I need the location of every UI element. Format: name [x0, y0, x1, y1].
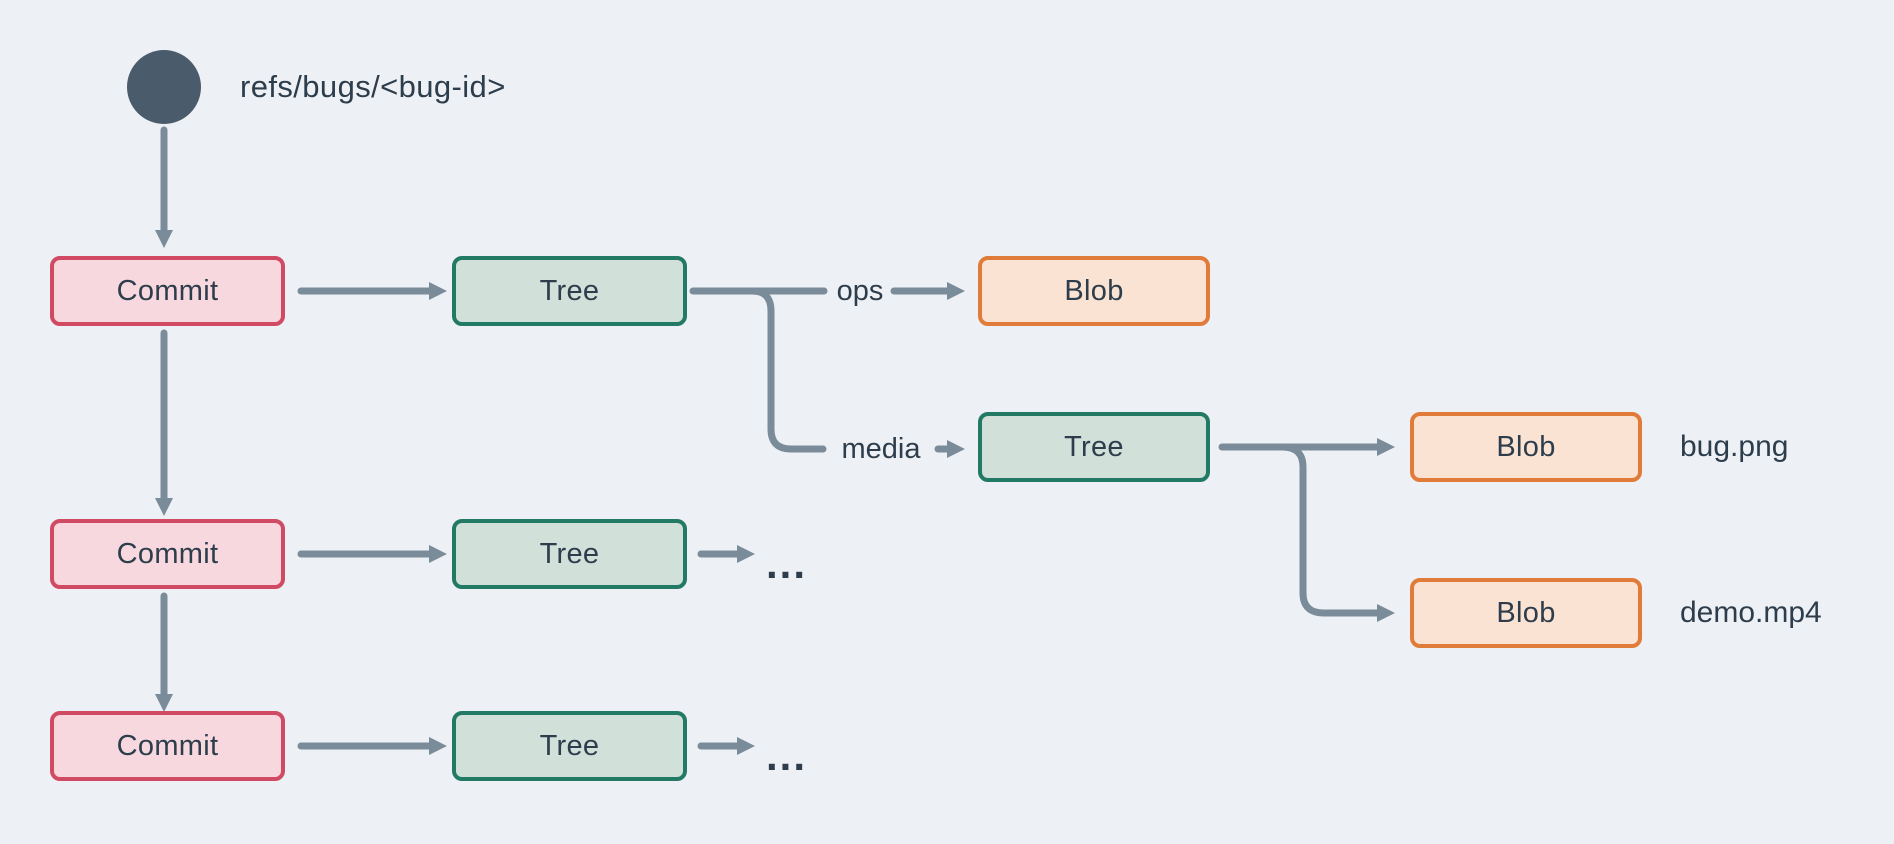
file-label-demo-mp4: demo.mp4	[1680, 596, 1822, 629]
edge-label-ops: ops	[836, 275, 884, 307]
node-label: Tree	[539, 729, 600, 762]
file-label-bug-png: bug.png	[1680, 430, 1789, 463]
edge-tree1-branch-to-media-label	[748, 287, 827, 453]
node-blob-bug-png: Blob	[1410, 412, 1642, 482]
node-label: Tree	[1064, 430, 1124, 463]
node-commit-2: Commit	[50, 519, 285, 589]
node-label: Commit	[116, 274, 219, 307]
node-tree-media: Tree	[978, 412, 1210, 482]
node-label: Commit	[116, 729, 219, 762]
node-label: Commit	[116, 537, 219, 570]
node-commit-3: Commit	[50, 711, 285, 781]
node-blob-ops: Blob	[978, 256, 1210, 326]
edge-label-media: media	[841, 433, 921, 465]
node-blob-demo-mp4: Blob	[1410, 578, 1642, 648]
node-tree-row3: Tree	[452, 711, 687, 781]
ellipsis-row-2: ...	[766, 540, 808, 587]
node-label: Tree	[539, 537, 600, 570]
ref-circle-icon	[127, 50, 201, 124]
node-tree-1: Tree	[452, 256, 687, 326]
node-label: Blob	[1496, 596, 1556, 629]
node-commit-1: Commit	[50, 256, 285, 326]
node-tree-row2: Tree	[452, 519, 687, 589]
edge-tree2-branch-to-blob-demo	[1278, 443, 1395, 622]
node-label: Blob	[1064, 274, 1124, 307]
ref-label: refs/bugs/<bug-id>	[240, 69, 506, 104]
node-label: Blob	[1496, 430, 1556, 463]
node-label: Tree	[539, 274, 600, 307]
ellipsis-row-3: ...	[766, 732, 808, 779]
